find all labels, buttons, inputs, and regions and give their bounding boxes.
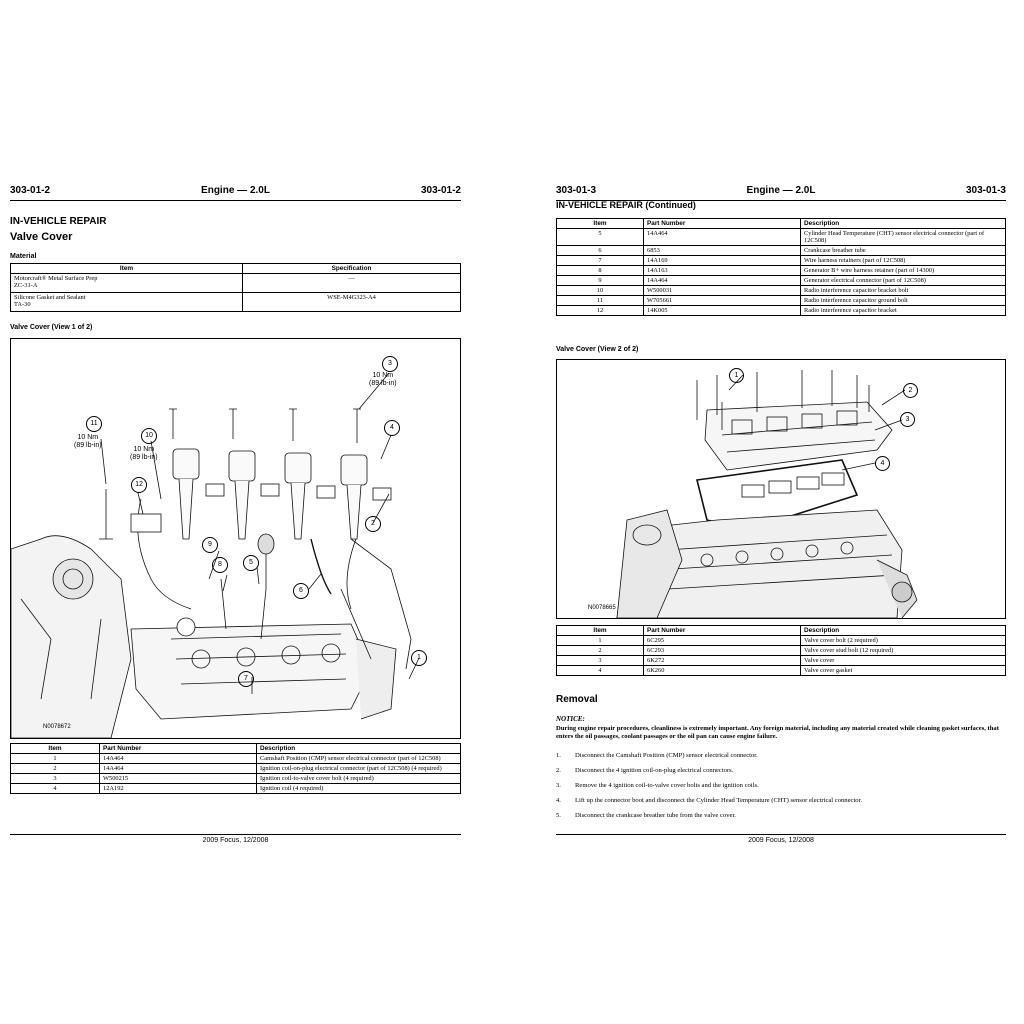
callout-1: 1 [411, 650, 427, 666]
section-title: IN-VEHICLE REPAIR [10, 216, 107, 227]
callout-9: 9 [202, 537, 218, 553]
callout-11: 11 [86, 416, 102, 432]
page-header: 303-01-3 Engine — 2.0L 303-01-3 [556, 184, 1006, 201]
callout-4: 4 [384, 420, 400, 436]
figure-id: N0078665 [588, 605, 616, 611]
notice-label: NOTICE: [556, 715, 585, 723]
list-item: 4.Lift up the connector boot and disconn… [556, 797, 863, 804]
column-header: Description [800, 625, 1006, 636]
material-spec: WSE-M4G323-A4 [242, 292, 461, 312]
torque-spec-10: 10 Nm(89 lb-in) [130, 446, 158, 461]
material-spec: — [242, 273, 461, 293]
callout-7: 7 [238, 671, 254, 687]
right-page: 303-01-3 Engine — 2.0L 303-01-3 IN-VEHIC… [556, 0, 1006, 1024]
engine-illustration-view-2: 1 2 3 4 N0078665 [556, 359, 1006, 619]
list-item: 3.Remove the 4 ignition coil-to-valve co… [556, 782, 759, 789]
callout-12: 12 [131, 477, 147, 493]
left-page: 303-01-2 Engine — 2.0L 303-01-2 IN-VEHIC… [10, 0, 461, 1024]
column-header: Item [10, 263, 243, 274]
page-footer: 2009 Focus, 12/2008 [10, 834, 461, 844]
column-header: Item [556, 218, 644, 229]
page-number-right: 303-01-3 [965, 185, 1006, 196]
column-header: Specification [242, 263, 461, 274]
removal-title: Removal [556, 694, 598, 705]
callout-2: 2 [903, 383, 918, 398]
page-heading: Engine — 2.0L [746, 185, 816, 196]
notice-text: During engine repair procedures, cleanli… [556, 725, 999, 740]
column-header: Part Number [643, 218, 801, 229]
callout-6: 6 [293, 583, 309, 599]
callout-4: 4 [875, 456, 890, 471]
figure-caption: Valve Cover (View 2 of 2) [556, 346, 639, 353]
column-header: Description [256, 743, 461, 754]
callout-3: 3 [900, 412, 915, 427]
column-header: Part Number [643, 625, 801, 636]
column-header: Item [10, 743, 100, 754]
section-title: IN-VEHICLE REPAIR (Continued) [556, 200, 696, 210]
page-number-left: 303-01-3 [556, 185, 597, 196]
page-header: 303-01-2 Engine — 2.0L 303-01-2 [10, 184, 461, 201]
torque-spec-11: 10 Nm(89 lb-in) [74, 434, 102, 449]
list-item: 5.Disconnect the crankcase breather tube… [556, 812, 736, 819]
column-header: Part Number [99, 743, 257, 754]
page-number-left: 303-01-2 [10, 185, 51, 196]
removal-steps: 1.Disconnect the Camshaft Position (CMP)… [556, 752, 1006, 827]
engine-illustration-view-1: 3 10 Nm(89 lb-in) 11 10 Nm(89 lb-in) 10 … [10, 338, 461, 739]
material-caption: Material [10, 253, 37, 260]
callout-5: 5 [243, 555, 259, 571]
page-footer: 2009 Focus, 12/2008 [556, 834, 1006, 844]
callout-10: 10 [141, 428, 157, 444]
figure-id: N0078672 [43, 724, 71, 730]
figure-caption: Valve Cover (View 1 of 2) [10, 324, 93, 331]
column-header: Description [800, 218, 1006, 229]
list-item: 2.Disconnect the 4 ignition coil-on-plug… [556, 767, 734, 774]
material-table: Item Specification Motorcraft® Metal Sur… [10, 263, 461, 312]
list-item: 1.Disconnect the Camshaft Position (CMP)… [556, 752, 758, 759]
torque-spec-3: 10 Nm(89 lb-in) [369, 372, 397, 387]
procedure-title: Valve Cover [10, 231, 73, 243]
page-number-right: 303-01-2 [420, 185, 461, 196]
callout-8: 8 [212, 557, 228, 573]
callout-3: 3 [382, 356, 398, 372]
page-heading: Engine — 2.0L [201, 185, 270, 196]
column-header: Item [556, 625, 644, 636]
callout-1: 1 [729, 368, 744, 383]
callout-2: 2 [365, 516, 381, 532]
